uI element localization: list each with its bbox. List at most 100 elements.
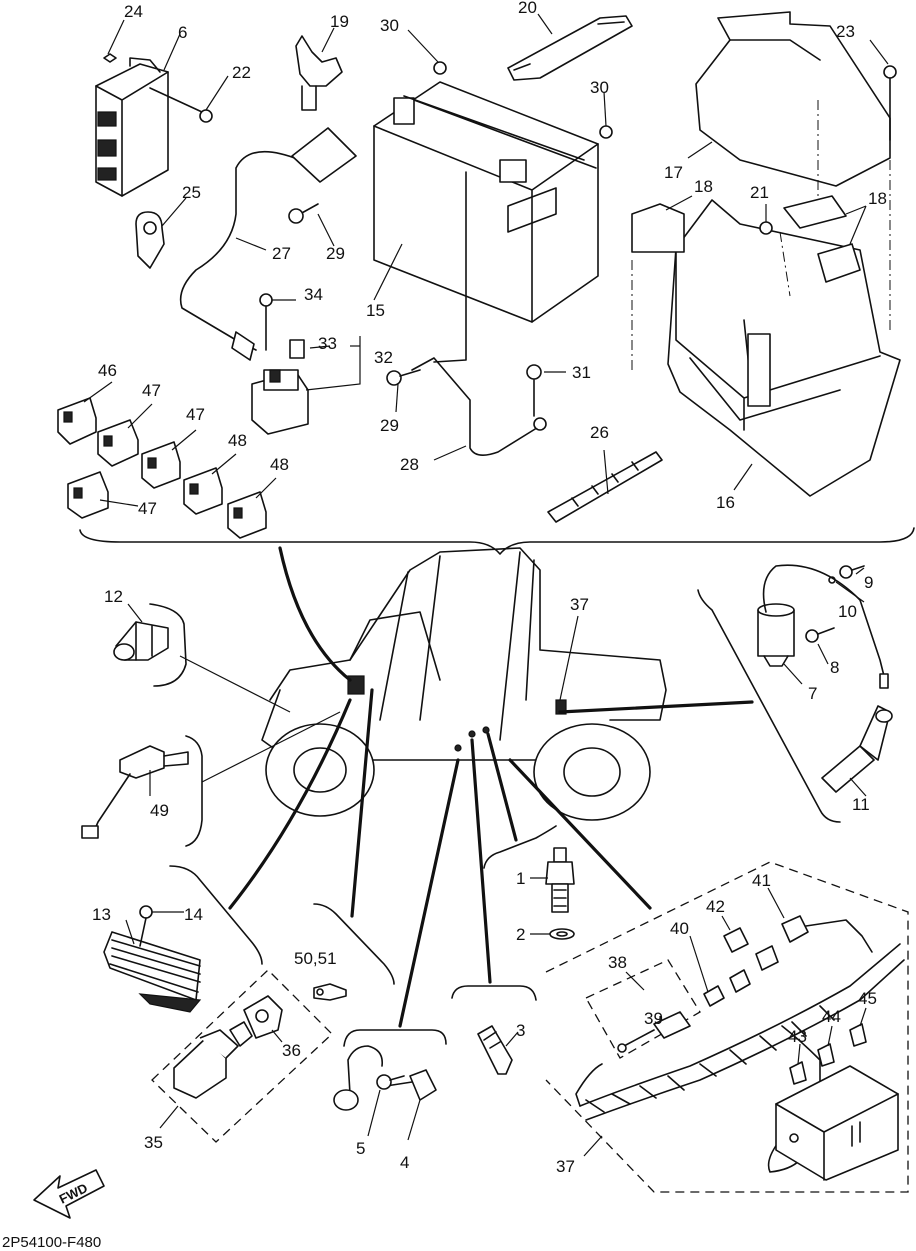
coupler-46[interactable]	[57, 397, 97, 445]
cable-tie-26[interactable]	[547, 451, 663, 523]
relay-40[interactable]	[703, 985, 725, 1007]
screw-9[interactable]	[839, 565, 865, 579]
crank-sensor-4[interactable]	[333, 1045, 437, 1111]
coupler-47-middle[interactable]	[141, 441, 181, 489]
fuse-33[interactable]	[289, 339, 305, 359]
pad-18-right-a[interactable]	[783, 195, 847, 229]
fuse-43[interactable]	[789, 1061, 807, 1085]
ecu-unit[interactable]	[95, 57, 169, 197]
callout-37-upper: 37	[570, 595, 589, 614]
callout-23: 23	[836, 22, 855, 41]
battery-15[interactable]	[373, 81, 599, 323]
callout-10: 10	[838, 602, 857, 621]
relay-42[interactable]	[723, 927, 779, 993]
bolt-34[interactable]	[259, 293, 273, 351]
callout-28: 28	[400, 455, 419, 474]
nut-30-left[interactable]	[433, 61, 447, 75]
callout-31: 31	[572, 363, 591, 382]
screw-21[interactable]	[759, 221, 773, 235]
callout-19: 19	[330, 12, 349, 31]
bracket-13	[169, 865, 263, 965]
fuse-45[interactable]	[849, 1023, 867, 1047]
bolt-31[interactable]	[526, 364, 542, 417]
callout-37-lower: 37	[556, 1157, 575, 1176]
callout-25: 25	[182, 183, 201, 202]
bolt-14[interactable]	[139, 905, 153, 947]
sensor-49[interactable]	[81, 745, 189, 839]
fwd-arrow-icon: FWD	[33, 1169, 105, 1219]
sub-harness-box-38[interactable]	[585, 959, 701, 1059]
callout-27: 27	[272, 244, 291, 263]
callout-22: 22	[232, 63, 251, 82]
coupler-48-left[interactable]	[183, 467, 223, 515]
fuse-box[interactable]	[775, 1065, 899, 1181]
bolt-5[interactable]	[376, 1074, 405, 1090]
switch-36[interactable]	[243, 995, 283, 1039]
callout-5: 5	[356, 1139, 365, 1158]
callout-16: 16	[716, 493, 735, 512]
switch-35[interactable]	[173, 1029, 239, 1099]
callout-9: 9	[864, 573, 873, 592]
coupler-48-right[interactable]	[227, 491, 267, 539]
callout-26: 26	[590, 423, 609, 442]
callout-17: 17	[664, 163, 683, 182]
callout-42: 42	[706, 897, 725, 916]
battery-box-cover-17[interactable]	[695, 11, 891, 187]
screw-23[interactable]	[883, 65, 897, 141]
fuse-44[interactable]	[817, 1043, 835, 1067]
switch-12[interactable]	[113, 621, 169, 661]
clamp-19[interactable]	[295, 35, 343, 111]
callout-15: 15	[366, 301, 385, 320]
callout-1: 1	[516, 869, 525, 888]
bracket-50-51	[313, 903, 395, 985]
bolt-22[interactable]	[149, 87, 213, 123]
gasket-2[interactable]	[549, 928, 575, 940]
callout-8: 8	[830, 658, 839, 677]
bracket-3	[451, 985, 537, 1001]
spark-plug-3[interactable]	[477, 1025, 513, 1075]
ignition-coil-7[interactable]	[757, 564, 889, 689]
battery-box-16[interactable]	[667, 199, 901, 497]
spark-plug-1[interactable]	[545, 847, 575, 913]
sub-lead-39[interactable]	[617, 1011, 691, 1053]
pad-18-right-b[interactable]	[817, 243, 861, 283]
battery-cable-27[interactable]	[179, 127, 357, 361]
callout-48-left: 48	[228, 431, 247, 450]
starter-relay-32[interactable]	[251, 369, 309, 435]
bracket-4-5	[343, 1029, 447, 1047]
callout-39: 39	[644, 1009, 663, 1028]
callout-32: 32	[374, 348, 393, 367]
callout-11: 11	[852, 795, 870, 814]
clamp-25[interactable]	[135, 211, 165, 269]
callout-46: 46	[98, 361, 117, 380]
rectifier-regulator-13[interactable]	[103, 931, 202, 1013]
bolt-29-lower[interactable]	[386, 369, 421, 386]
washer-10[interactable]	[828, 576, 836, 584]
bolt-29-upper[interactable]	[288, 203, 319, 224]
callout-40: 40	[670, 919, 689, 938]
callout-30-left: 30	[380, 16, 399, 35]
nut-36-small[interactable]	[229, 1021, 253, 1047]
callout-41: 41	[752, 871, 771, 890]
callout-38: 38	[608, 953, 627, 972]
callout-2: 2	[516, 925, 525, 944]
key-50-51[interactable]	[313, 983, 347, 1001]
callout-45: 45	[858, 989, 877, 1008]
coupler-47-upper[interactable]	[97, 419, 139, 467]
callout-47-upper: 47	[142, 381, 161, 400]
nut-30-right[interactable]	[599, 125, 613, 139]
spark-plug-cap-11[interactable]	[821, 705, 893, 793]
battery-cable-28[interactable]	[411, 171, 547, 456]
callout-24: 24	[124, 2, 143, 21]
battery-band-20[interactable]	[507, 15, 633, 81]
relay-41[interactable]	[781, 915, 873, 953]
callout-43: 43	[788, 1027, 807, 1046]
screw-24[interactable]	[103, 53, 117, 63]
pad-18-left[interactable]	[631, 203, 685, 253]
dashed-box-35	[151, 969, 333, 1143]
callout-14: 14	[184, 905, 203, 924]
callout-50-51: 50,51	[294, 949, 337, 968]
bracket-1-2	[483, 825, 557, 869]
coupler-47-lower[interactable]	[67, 471, 109, 519]
screw-8[interactable]	[805, 627, 835, 643]
